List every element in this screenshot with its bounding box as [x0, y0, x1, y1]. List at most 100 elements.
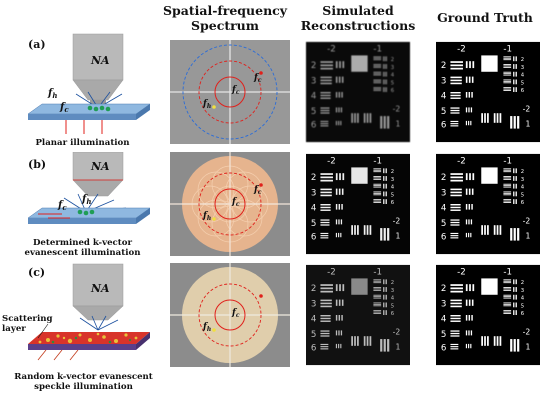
target-bar: [386, 302, 387, 308]
target-bar: [383, 310, 384, 315]
target-bar: [384, 310, 386, 315]
target-bar: [513, 71, 514, 77]
target-bar: [342, 284, 345, 292]
target-bar: [465, 219, 468, 225]
element-number-right: 2: [391, 169, 394, 175]
element-number-left: 2: [311, 61, 317, 71]
target-bar: [468, 188, 471, 195]
target-bar: [386, 279, 387, 285]
target-bar: [373, 57, 382, 59]
target-bar: [484, 336, 486, 346]
target-bar: [516, 79, 517, 85]
target-bar: [450, 176, 463, 179]
target-bar: [373, 303, 382, 305]
target-bar: [503, 168, 512, 170]
target-bar: [320, 317, 331, 320]
schematic-c: NA: [28, 263, 150, 361]
target-square: [351, 55, 368, 72]
target-bar: [363, 225, 366, 235]
red-solid-circle: [214, 188, 246, 220]
target-bar: [450, 109, 460, 112]
target-bar: [320, 237, 329, 239]
target-bar: [335, 92, 338, 98]
target-bar: [503, 280, 512, 282]
target-bar: [383, 64, 384, 69]
target-bar: [320, 79, 332, 82]
scattering-layer-label: Scattering layer: [2, 314, 52, 334]
target-bar: [516, 168, 517, 174]
target-bar: [384, 71, 386, 77]
element-number-left: 2: [311, 284, 317, 294]
target-bar: [335, 120, 338, 126]
target-bar: [465, 173, 468, 181]
objective-na-label: NA: [90, 160, 110, 173]
fc-label: fc: [59, 102, 69, 114]
red-solid-circle: [214, 299, 246, 331]
target-bar: [320, 123, 329, 125]
target-bar: [503, 79, 512, 81]
target-bar: [335, 343, 338, 349]
target-bar: [514, 310, 516, 315]
target-bar: [373, 289, 382, 291]
target-bar: [503, 313, 512, 314]
target-bar: [384, 168, 386, 174]
target-bar: [450, 346, 459, 348]
target-bar: [320, 305, 332, 308]
fh-label: fh: [81, 194, 91, 206]
target-bar: [450, 343, 459, 346]
target-bar: [373, 71, 382, 73]
target-bar: [320, 219, 330, 221]
target-bar: [465, 76, 468, 83]
target-bar: [503, 305, 512, 307]
target-bar: [384, 294, 386, 300]
target-bar: [338, 299, 341, 306]
target-bar: [373, 73, 382, 75]
target-bar: [383, 228, 386, 241]
target-bar: [503, 303, 512, 305]
target-bar: [514, 56, 516, 62]
target-bar: [468, 219, 470, 225]
target-bar: [320, 330, 330, 332]
objective-body: [72, 152, 124, 181]
target-bar: [503, 194, 512, 196]
target-bar: [465, 204, 468, 210]
element-number-left: 3: [441, 76, 447, 86]
target-bar: [503, 169, 512, 171]
target-bar: [383, 71, 384, 77]
target-bar: [510, 116, 513, 129]
element-number-right: 4: [521, 185, 525, 191]
element-number-left: 5: [311, 107, 317, 117]
target-bar: [499, 225, 502, 235]
target-bar: [338, 120, 340, 126]
target-bar: [373, 90, 382, 91]
target-square: [481, 278, 498, 295]
target-bar: [320, 67, 333, 70]
group-label-top-left: -2: [457, 157, 466, 167]
illumination-lines: [37, 349, 79, 361]
target-bar: [471, 299, 474, 306]
target-bar: [386, 168, 387, 174]
element-number-right: 2: [391, 280, 394, 286]
row-label-b: (b): [28, 158, 47, 171]
target-bar: [338, 343, 340, 349]
target-bar: [341, 299, 344, 306]
target-bar: [383, 339, 386, 352]
target-bar: [384, 191, 386, 197]
target-bar: [363, 336, 366, 346]
header-spectrum: Spatial-frequency Spectrum: [160, 3, 290, 33]
header-ground-truth: Ground Truth: [425, 10, 545, 25]
target-bar: [373, 59, 382, 61]
target-bar: [320, 64, 333, 67]
target-bar: [338, 107, 340, 113]
target-bar: [471, 315, 473, 321]
element-number-bottom-right: 1: [526, 343, 531, 352]
element-number-right: 6: [521, 311, 525, 317]
target-bar: [373, 287, 382, 288]
target-bar: [503, 282, 512, 284]
target-bar: [341, 188, 344, 195]
target-bar: [472, 173, 475, 181]
group-label-top-right: -1: [503, 268, 512, 278]
target-bar: [450, 348, 459, 350]
target-bar: [510, 339, 513, 352]
target-bar: [516, 302, 517, 308]
